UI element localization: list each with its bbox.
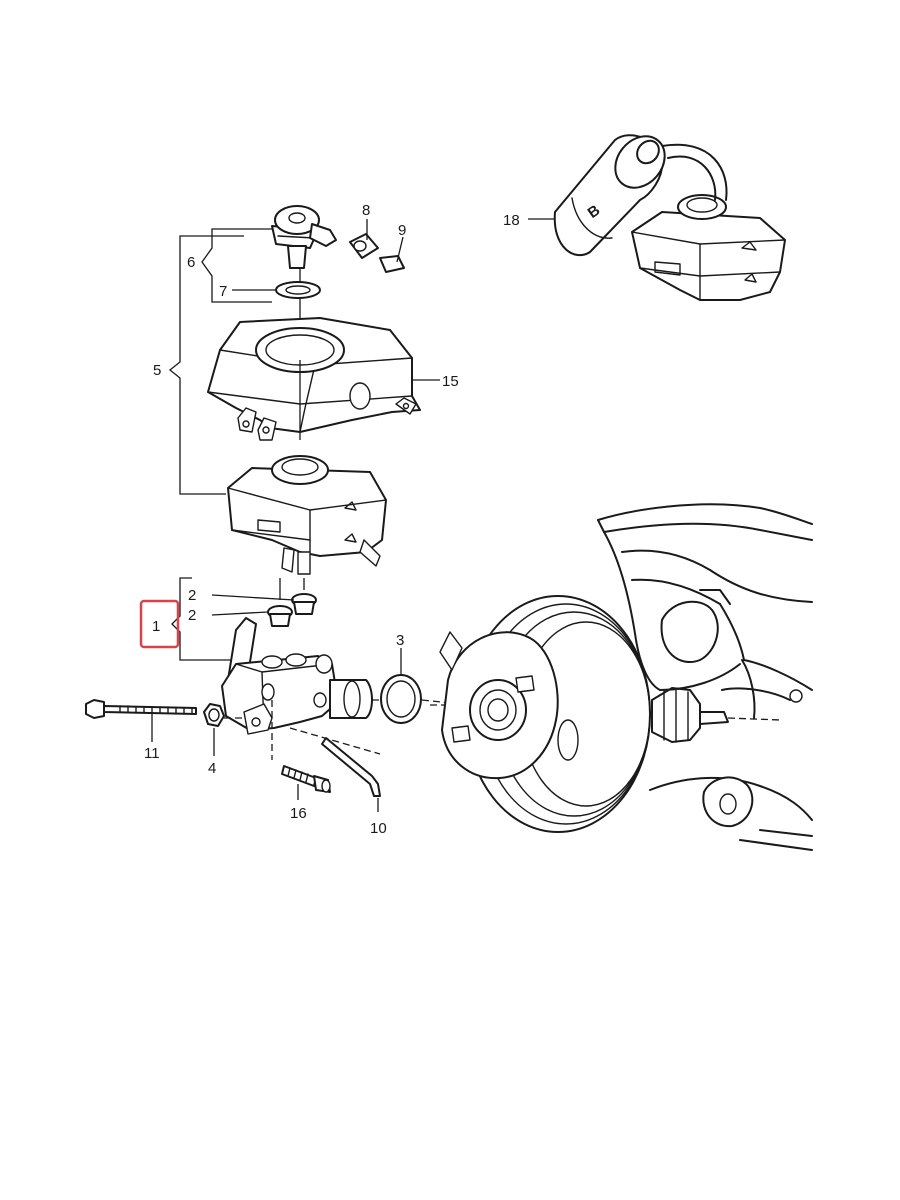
callout-3: 3 [396, 632, 404, 649]
brake-fluid-bottle: B [553, 134, 666, 257]
callout-4: 4 [208, 760, 216, 777]
callout-1-group: 1 [139, 577, 234, 661]
grommets: 2 2 [188, 578, 317, 627]
callout-2-top: 2 [188, 587, 196, 604]
callout-10: 10 [370, 820, 387, 837]
screw-16: 16 [281, 765, 331, 822]
callout-1: 1 [152, 618, 160, 635]
callout-5: 5 [153, 362, 161, 379]
callout-18: 18 [503, 212, 520, 229]
master-cylinder [221, 617, 392, 760]
callout-2-bottom: 2 [188, 607, 196, 624]
callout-16: 16 [290, 805, 307, 822]
callout-1-highlight [139, 599, 180, 649]
reservoir-lower: 5 [153, 235, 387, 575]
pin-10: 10 [321, 737, 387, 837]
nut-4: 4 [203, 703, 225, 777]
callout-9: 9 [398, 222, 406, 239]
reservoir-cap-assembly: 6 7 8 9 [187, 202, 406, 360]
callout-6: 6 [187, 254, 195, 271]
brake-booster [430, 595, 781, 833]
callout-7: 7 [219, 283, 227, 300]
callout-8: 8 [362, 202, 370, 219]
inset-reservoir-with-fluid-bottle: B 18 [503, 134, 786, 301]
callout-15: 15 [442, 373, 459, 390]
bolt-11: 11 [85, 699, 197, 762]
reservoir-upper-shell: 15 [207, 317, 459, 441]
vehicle-body-structure [597, 503, 813, 851]
callout-11: 11 [144, 745, 160, 762]
